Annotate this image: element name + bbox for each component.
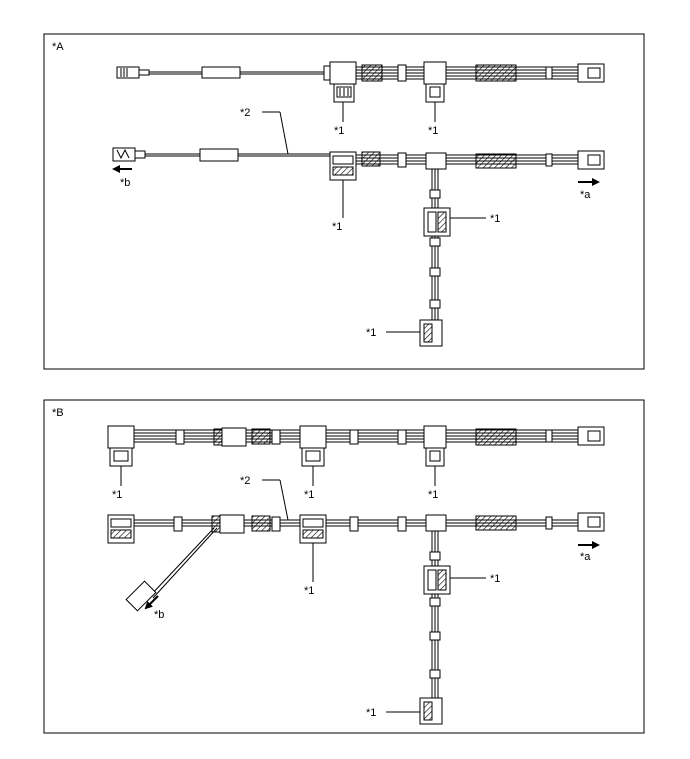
panel-b-lower-harness	[107, 479, 605, 725]
callout-connector: *1	[112, 489, 122, 501]
callout-connector: *1	[428, 125, 438, 137]
callout-connector: *1	[334, 125, 344, 137]
hatched-tape	[251, 515, 271, 532]
panel-a-lower-harness	[112, 111, 605, 347]
wire-sleeve	[219, 514, 245, 534]
end-connector-branch	[125, 580, 157, 612]
callout-connector: *1	[304, 585, 314, 597]
callout-connector: *1	[366, 707, 376, 719]
end-connector-left	[116, 66, 140, 79]
callout-connector: *1	[490, 573, 500, 585]
connector-clip	[299, 425, 327, 449]
hatched-tape-long	[475, 428, 517, 446]
callout-end-b: *b	[120, 177, 130, 189]
panel-a-frame	[43, 33, 645, 370]
hatched-tape	[251, 428, 271, 445]
callout-end-a: *a	[580, 551, 591, 563]
panel-b-frame	[43, 399, 645, 734]
connector-junction	[423, 425, 447, 449]
panel-a: *A	[43, 33, 645, 370]
panel-b-upper-harness	[107, 425, 605, 486]
panel-a-label: *A	[52, 41, 64, 53]
connector-junction	[423, 61, 447, 85]
wire-sleeve	[221, 427, 247, 447]
panel-a-upper-harness	[116, 61, 605, 122]
connector-clip	[329, 61, 357, 85]
wire-sleeve	[201, 66, 241, 79]
hatched-tape	[361, 64, 383, 82]
hatched-tape-long	[475, 153, 517, 169]
hatched-tape-long	[475, 64, 517, 82]
callout-connector: *1	[490, 213, 500, 225]
connector-junction	[425, 514, 447, 532]
callout-connector: *1	[366, 327, 376, 339]
callout-connector: *1	[332, 221, 342, 233]
callout-wire: *2	[240, 107, 250, 119]
callout-connector: *1	[428, 489, 438, 501]
clamp	[397, 64, 407, 82]
panel-b: *B	[43, 399, 645, 734]
panel-b-label: *B	[52, 407, 64, 419]
end-connector-left	[112, 147, 136, 162]
hatched-tape	[361, 151, 381, 167]
callout-end-a: *a	[580, 189, 591, 201]
arrow-b	[144, 595, 159, 610]
wire-sleeve	[199, 148, 239, 162]
connector-junction	[425, 152, 447, 170]
callout-end-b: *b	[154, 609, 164, 621]
callout-wire: *2	[240, 475, 250, 487]
connector-clip	[107, 425, 135, 449]
hatched-tape-long	[475, 515, 517, 531]
callout-connector: *1	[304, 489, 314, 501]
